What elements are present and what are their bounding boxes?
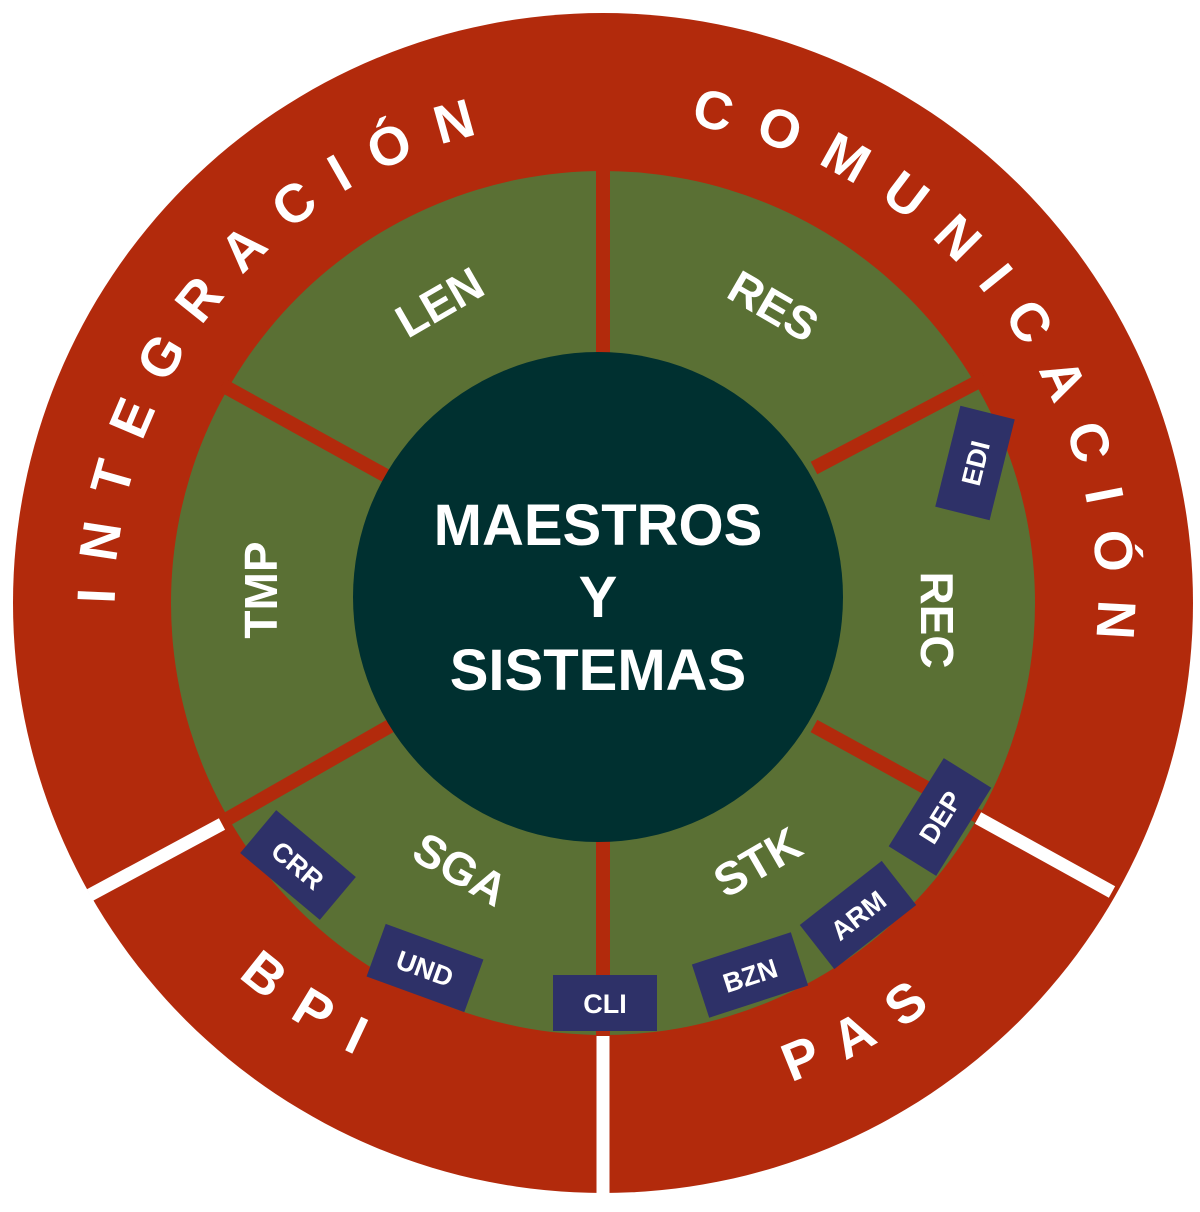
- outer-dividers: [86, 812, 1116, 1212]
- badge-dep-box: [888, 758, 992, 876]
- divider-white-left: [86, 818, 226, 901]
- divider-upper-left: [218, 378, 394, 485]
- segment-label-rec: REC: [911, 571, 963, 668]
- badge-bzn-box: [691, 932, 809, 1018]
- badge-und-box: [366, 923, 484, 1013]
- badge-cli: CLI: [553, 975, 657, 1031]
- divider-lower-left: [218, 719, 394, 829]
- segment-label-tmp: TMP: [235, 541, 287, 638]
- badge-und: UND: [366, 923, 484, 1013]
- badge-edi-box: [935, 405, 1015, 521]
- center-circle: [353, 352, 843, 842]
- center-label-line-1: MAESTROS: [434, 493, 763, 558]
- center-label-line-2: Y: [579, 565, 618, 630]
- badge-bzn: BZN: [691, 932, 809, 1018]
- center-label-line-3: SISTEMAS: [450, 638, 747, 703]
- badge-edi: EDI: [935, 405, 1015, 521]
- badge-cli-box: [553, 975, 657, 1031]
- divider-upper-right: [810, 371, 989, 475]
- badge-crr-box: [240, 810, 356, 920]
- badge-arm-box: [799, 860, 917, 970]
- badge-cli-label: CLI: [583, 989, 627, 1019]
- divider-white-right: [974, 812, 1116, 898]
- badge-dep: DEP: [888, 758, 992, 876]
